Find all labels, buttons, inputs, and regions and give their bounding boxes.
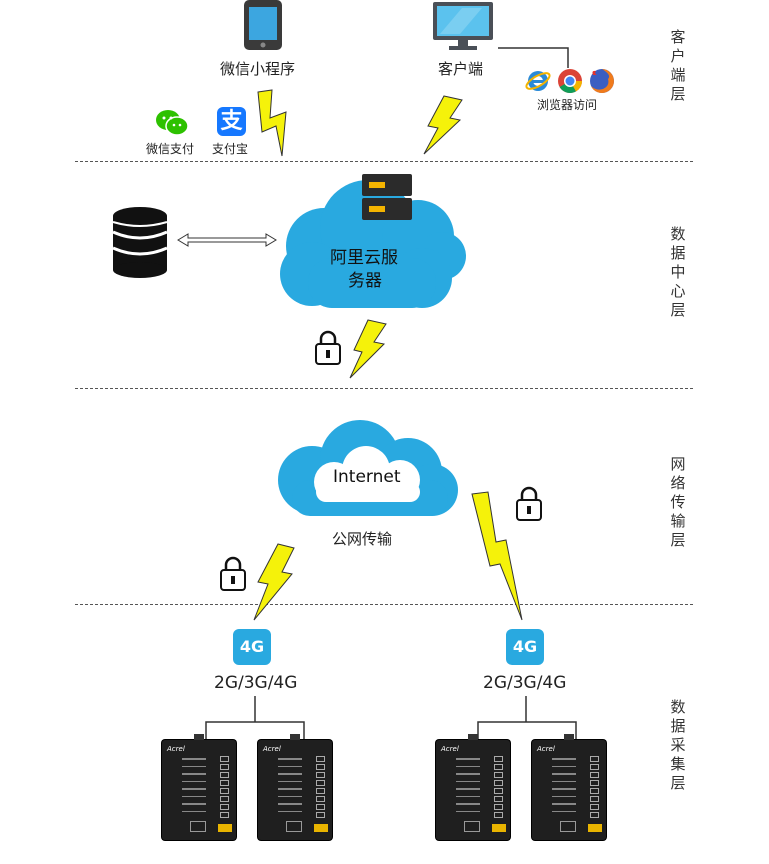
aliyun-label-line1: 阿里云服 xyxy=(330,248,398,268)
browser-connector xyxy=(498,47,569,68)
device-plug xyxy=(194,734,204,740)
internet-cloud xyxy=(278,420,458,516)
layer-label-network: 网络传输层 xyxy=(670,455,686,549)
wechat-pay-label: 微信支付 xyxy=(146,142,195,156)
separator-client xyxy=(75,161,693,162)
badge-4g-left: 4G xyxy=(233,629,271,665)
device-brand: Acrel xyxy=(537,745,555,753)
public-net-label: 公网传输 xyxy=(332,530,393,548)
miniprogram-label: 微信小程序 xyxy=(220,60,296,78)
separator-datacenter xyxy=(75,388,693,389)
net-label-right: 2G/3G/4G xyxy=(483,673,567,693)
server-icon xyxy=(362,174,412,220)
device-card-reader xyxy=(286,821,302,832)
net-label-left: 2G/3G/4G xyxy=(214,673,298,693)
wechat-icon xyxy=(156,110,189,136)
device-labels xyxy=(182,758,206,818)
device-sticker xyxy=(588,824,602,832)
badge-4g-right: 4G xyxy=(506,629,544,665)
device-brand: Acrel xyxy=(167,745,185,753)
device-plug xyxy=(468,734,478,740)
lock-icon-right xyxy=(516,486,542,521)
ie-icon xyxy=(525,71,551,91)
device-sticker xyxy=(218,824,232,832)
device-buttons xyxy=(590,756,600,820)
device-card-reader xyxy=(464,821,480,832)
device-card-reader xyxy=(560,821,576,832)
alipay-icon: 支 xyxy=(217,107,246,136)
device-labels xyxy=(456,758,480,818)
bolt-network-left xyxy=(253,543,295,621)
charging-device-4: Acrel xyxy=(532,734,606,840)
device-buttons xyxy=(316,756,326,820)
monitor-icon xyxy=(433,2,493,50)
charging-device-2: Acrel xyxy=(258,734,332,840)
phone-icon xyxy=(244,0,282,50)
device-plug xyxy=(290,734,300,740)
layer-label-datacenter: 数据中心层 xyxy=(670,225,686,319)
bolt-client-end xyxy=(423,95,463,155)
device-brand: Acrel xyxy=(441,745,459,753)
device-connector-left xyxy=(205,696,305,740)
bolt-miniprogram xyxy=(257,89,287,157)
lock-icon-left xyxy=(220,556,246,591)
device-plug xyxy=(564,734,574,740)
charging-device-3: Acrel xyxy=(436,734,510,840)
layer-label-client: 客户端层 xyxy=(670,28,686,103)
bolt-datacenter xyxy=(349,319,387,379)
chrome-icon xyxy=(558,69,582,94)
charging-device-1: Acrel xyxy=(162,734,236,840)
device-brand: Acrel xyxy=(263,745,281,753)
separator-network xyxy=(75,604,693,605)
database-icon xyxy=(112,207,168,278)
lock-icon xyxy=(315,330,341,365)
device-sticker xyxy=(492,824,506,832)
browser-access-label: 浏览器访问 xyxy=(537,98,598,112)
alipay-label: 支付宝 xyxy=(212,142,249,156)
device-labels xyxy=(552,758,576,818)
device-connector-right xyxy=(477,696,577,740)
layer-label-collection: 数据采集层 xyxy=(670,698,686,792)
internet-label: Internet xyxy=(333,467,401,487)
device-buttons xyxy=(220,756,230,820)
device-buttons xyxy=(494,756,504,820)
double-arrow-icon xyxy=(177,233,277,247)
aliyun-label-line2: 务器 xyxy=(348,271,382,291)
device-labels xyxy=(278,758,302,818)
device-card-reader xyxy=(190,821,206,832)
client-end-label: 客户端 xyxy=(438,60,484,78)
device-sticker xyxy=(314,824,328,832)
bolt-network-right xyxy=(471,491,523,621)
firefox-icon xyxy=(590,69,614,93)
